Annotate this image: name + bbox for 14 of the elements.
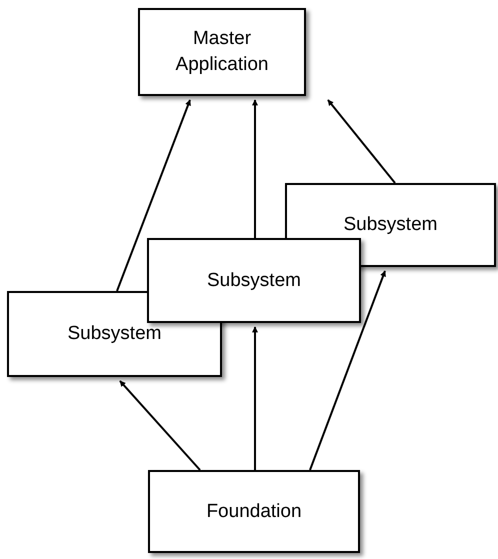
arrow [119,380,201,471]
arrow [327,99,396,184]
process-box [147,238,361,323]
box-label: Subsystem [342,213,438,237]
box-label: Subsystem [206,268,302,292]
process-box [148,470,360,553]
arrow [252,99,258,238]
box-label: Subsystem [66,322,162,346]
arrow [252,326,258,470]
box-label: Foundation [205,500,303,524]
process-box [138,8,306,96]
box-label: Master Application [174,27,270,77]
arrow [116,99,191,292]
arrow [309,270,386,470]
